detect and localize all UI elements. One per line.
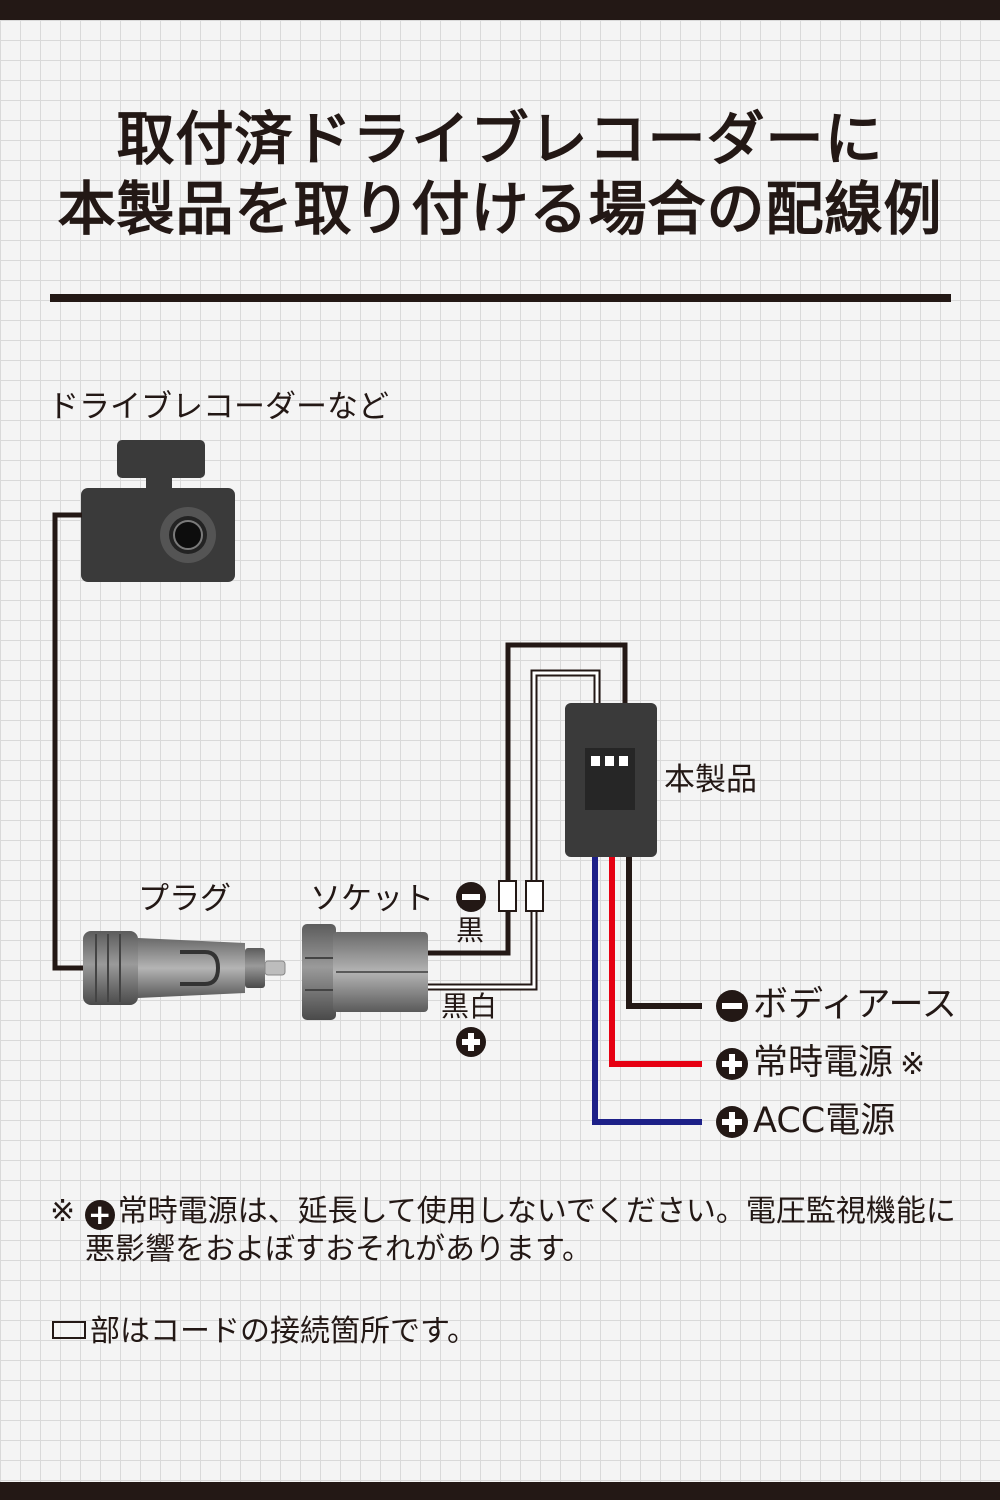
socket-icon	[302, 924, 428, 1020]
minus-icon-black-wire	[456, 882, 486, 912]
connection-marker-black-white	[525, 880, 544, 912]
constant-power-wire	[609, 857, 702, 1067]
black-white-wire-label: 黒白	[441, 990, 498, 1023]
plus-icon-note: +	[84, 1200, 115, 1230]
black-wire	[428, 642, 628, 956]
acc-power-wire	[592, 857, 702, 1125]
top-bar	[0, 0, 1000, 20]
minus-icon-body-earth	[716, 990, 748, 1022]
plus-icon-black-white-wire	[456, 1027, 486, 1057]
plug-icon	[83, 931, 286, 1005]
note-line-1-text: 常時電源は、延長して使用しないでください。電圧監視機能に	[117, 1194, 956, 1229]
title-line-2: 本製品を取り付ける場合の配線例	[57, 175, 943, 243]
title-line-1: 取付済ドライブレコーダーに	[116, 105, 884, 173]
plus-icon-acc-power	[716, 1106, 748, 1138]
note-line-1: ※ +常時電源は、延長して使用しないでください。電圧監視機能に	[50, 1193, 956, 1231]
socket-label: ソケット	[310, 881, 434, 917]
acc-power-label: ACC電源	[753, 1101, 896, 1141]
plus-icon-constant-power	[716, 1048, 748, 1080]
recorder-cable	[52, 512, 84, 971]
recorder-label: ドライブレコーダーなど	[48, 389, 389, 425]
product-label: 本製品	[664, 762, 757, 798]
note-line-2: 悪影響をおよぼすおそれがあります。	[85, 1232, 592, 1267]
legend-text: 部はコードの接続箇所です。	[90, 1314, 477, 1349]
body-earth-wire	[626, 857, 702, 1009]
title-rule	[50, 294, 951, 302]
connection-marker-icon	[52, 1321, 86, 1339]
bottom-bar	[0, 1482, 1000, 1500]
legend-line: 部はコードの接続箇所です。	[52, 1313, 477, 1351]
constant-power-mark: ※	[900, 1047, 926, 1082]
note-mark: ※	[50, 1194, 76, 1229]
plug-label: プラグ	[138, 881, 231, 917]
product-unit-icon	[565, 703, 657, 857]
constant-power-label: 常時電源	[753, 1043, 894, 1083]
body-earth-label: ボディアース	[753, 985, 957, 1025]
connection-marker-black	[498, 880, 517, 912]
black-wire-label: 黒	[456, 914, 485, 947]
drive-recorder-icon	[81, 440, 235, 582]
